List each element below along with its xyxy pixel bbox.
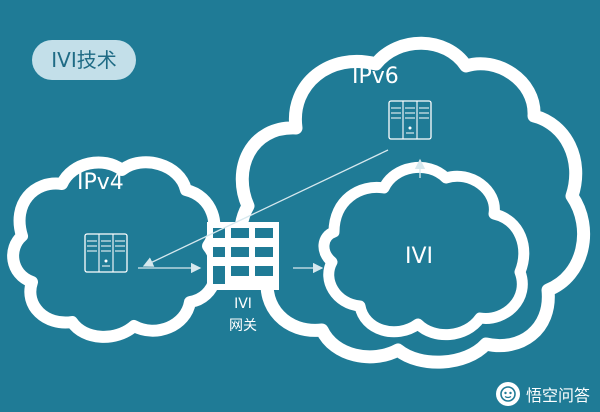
ivi-cloud — [318, 161, 530, 341]
wukong-logo-icon — [495, 382, 520, 406]
ipv6-cloud-label: IPv6 — [352, 64, 399, 89]
ivi-cloud-label: IVI — [405, 244, 434, 269]
ipv4-cloud-label: IPv4 — [77, 170, 124, 195]
title-badge: IVI技术 — [32, 40, 136, 80]
watermark: 悟空问答 — [495, 382, 590, 406]
arrow-ipv6-to-ipv4 — [142, 149, 389, 267]
gateway-label-line2: 网关 — [229, 318, 257, 334]
gateway-label-line1: IVI — [234, 296, 252, 312]
gateway-building-icon — [207, 222, 279, 290]
watermark-text: 悟空问答 — [525, 386, 590, 405]
